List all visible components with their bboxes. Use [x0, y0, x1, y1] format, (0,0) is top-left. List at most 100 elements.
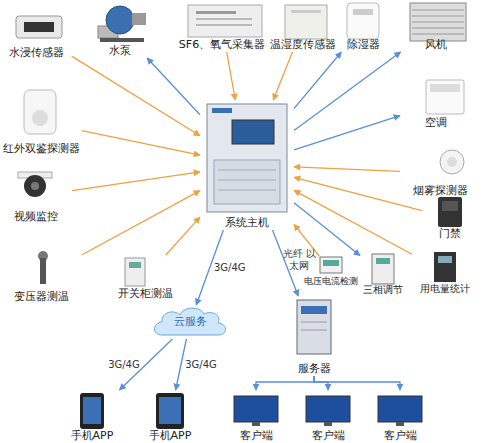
water-sensor-icon: [16, 16, 62, 38]
connector-arrow: [314, 376, 328, 390]
server-node: 服务器: [284, 296, 344, 376]
connector-arrow: [273, 52, 292, 100]
tablet-icon: [156, 393, 184, 429]
connector-arrow: [294, 177, 422, 210]
host-cabinet-icon: [214, 160, 280, 204]
host-cabinet-icon: [212, 108, 232, 113]
air-conditioner-icon: [426, 80, 464, 114]
connector-arrow: [294, 52, 401, 130]
sf6-collector-icon: [196, 18, 252, 20]
host-cabinet-icon: [207, 104, 287, 212]
host-cabinet-icon: [232, 120, 274, 144]
fan-icon: [412, 16, 464, 17]
access-control-icon: [438, 197, 462, 227]
edge-label: 3G/4G: [214, 262, 246, 274]
three-phase-icon: [376, 258, 390, 264]
monitor-icon: [396, 422, 404, 426]
edge-label: 3G/4G: [185, 359, 217, 371]
device-node: 开关柜测温: [110, 255, 180, 301]
phone-icon: [80, 393, 104, 429]
node-label: SF6、氧气采集器: [179, 39, 265, 52]
device-node: 除湿器: [338, 0, 388, 52]
edge-label: 3G/4G: [108, 359, 140, 371]
node-label: 三相调节: [363, 284, 403, 296]
edge-label: 光纤 以太网: [279, 248, 319, 271]
connector-arrow: [82, 191, 200, 255]
host-cabinet-icon: [218, 190, 276, 191]
node-label: 水泵: [109, 45, 131, 58]
connector-arrow: [72, 172, 200, 191]
humidity-sensor-icon: [285, 5, 327, 39]
smoke-detector-icon: [440, 150, 464, 174]
monitor-icon: [234, 396, 278, 422]
node-label: 温湿度传感器: [270, 39, 336, 52]
device-node: 视频监控: [0, 168, 72, 224]
host-cabinet-icon: [207, 104, 287, 212]
switchgear-sensor-icon: [129, 262, 141, 268]
connector-arrow: [294, 167, 400, 171]
sf6-collector-icon: [196, 24, 252, 26]
connector-arrow: [72, 56, 200, 135]
monitor-icon: [252, 422, 260, 426]
dehumidifier-icon: [347, 3, 379, 39]
device-node: 烟雾探测器: [400, 148, 480, 198]
host-node: 系统主机: [200, 100, 294, 230]
server-icon: [297, 300, 331, 354]
connector-arrow: [256, 376, 314, 390]
terminal-node: 客户端: [224, 390, 288, 443]
node-label: 视频监控: [14, 211, 58, 224]
node-label: 系统主机: [225, 217, 269, 230]
switchgear-sensor-icon: [125, 258, 145, 286]
device-node: 空调: [400, 78, 472, 130]
terminal-node: 客户端: [368, 390, 432, 443]
fan-icon: [412, 10, 464, 11]
dehumidifier-icon: [347, 3, 379, 39]
connector-arrow: [314, 376, 400, 390]
device-node: 变压器测温: [0, 250, 82, 304]
water-sensor-icon: [24, 22, 54, 32]
terminal-node: 手机APP: [60, 390, 124, 443]
transformer-probe-icon: [38, 251, 48, 284]
pump-icon: [100, 38, 144, 42]
node-label: 手机APP: [149, 430, 192, 443]
air-conditioner-icon: [430, 84, 460, 92]
node-label: 空调: [425, 117, 447, 130]
device-node: 用电量统计: [412, 250, 478, 294]
humidity-sensor-icon: [291, 10, 321, 13]
terminal-node: 手机APP: [138, 390, 202, 443]
host-cabinet-icon: [218, 170, 276, 171]
connector-arrow: [227, 52, 236, 100]
meter-icon: [320, 257, 342, 273]
node-label: 用电量统计: [420, 283, 470, 295]
device-node: 风机: [398, 0, 474, 52]
energy-meter-icon: [438, 256, 452, 263]
fan-icon: [410, 3, 466, 41]
fan-icon: [412, 34, 464, 35]
server-icon: [301, 306, 327, 314]
transformer-probe-icon: [40, 258, 46, 284]
monitor-icon: [378, 396, 422, 422]
humidity-sensor-icon: [285, 5, 327, 39]
server-icon: [301, 330, 327, 331]
node-label: 开关柜测温: [118, 288, 173, 301]
device-node: 三相调节: [360, 253, 406, 295]
node-label: 风机: [425, 39, 447, 52]
phone-icon: [83, 397, 101, 424]
meter-icon: [323, 260, 339, 266]
node-label: 服务器: [298, 363, 331, 376]
node-label: 云服务: [174, 316, 207, 329]
sf6-collector-icon: [188, 5, 262, 37]
monitor-icon: [306, 396, 350, 422]
node-label: 电压电流检测: [304, 276, 358, 286]
tablet-icon: [159, 397, 181, 424]
three-phase-icon: [372, 254, 394, 284]
pump-icon: [106, 6, 134, 34]
node-label: 水浸传感器: [9, 47, 64, 60]
node-label: 门禁: [439, 228, 461, 241]
sf6-collector-icon: [188, 5, 262, 37]
device-node: 水浸传感器: [0, 8, 72, 60]
server-icon: [301, 322, 327, 323]
fan-icon: [412, 28, 464, 29]
server-icon: [297, 300, 331, 354]
